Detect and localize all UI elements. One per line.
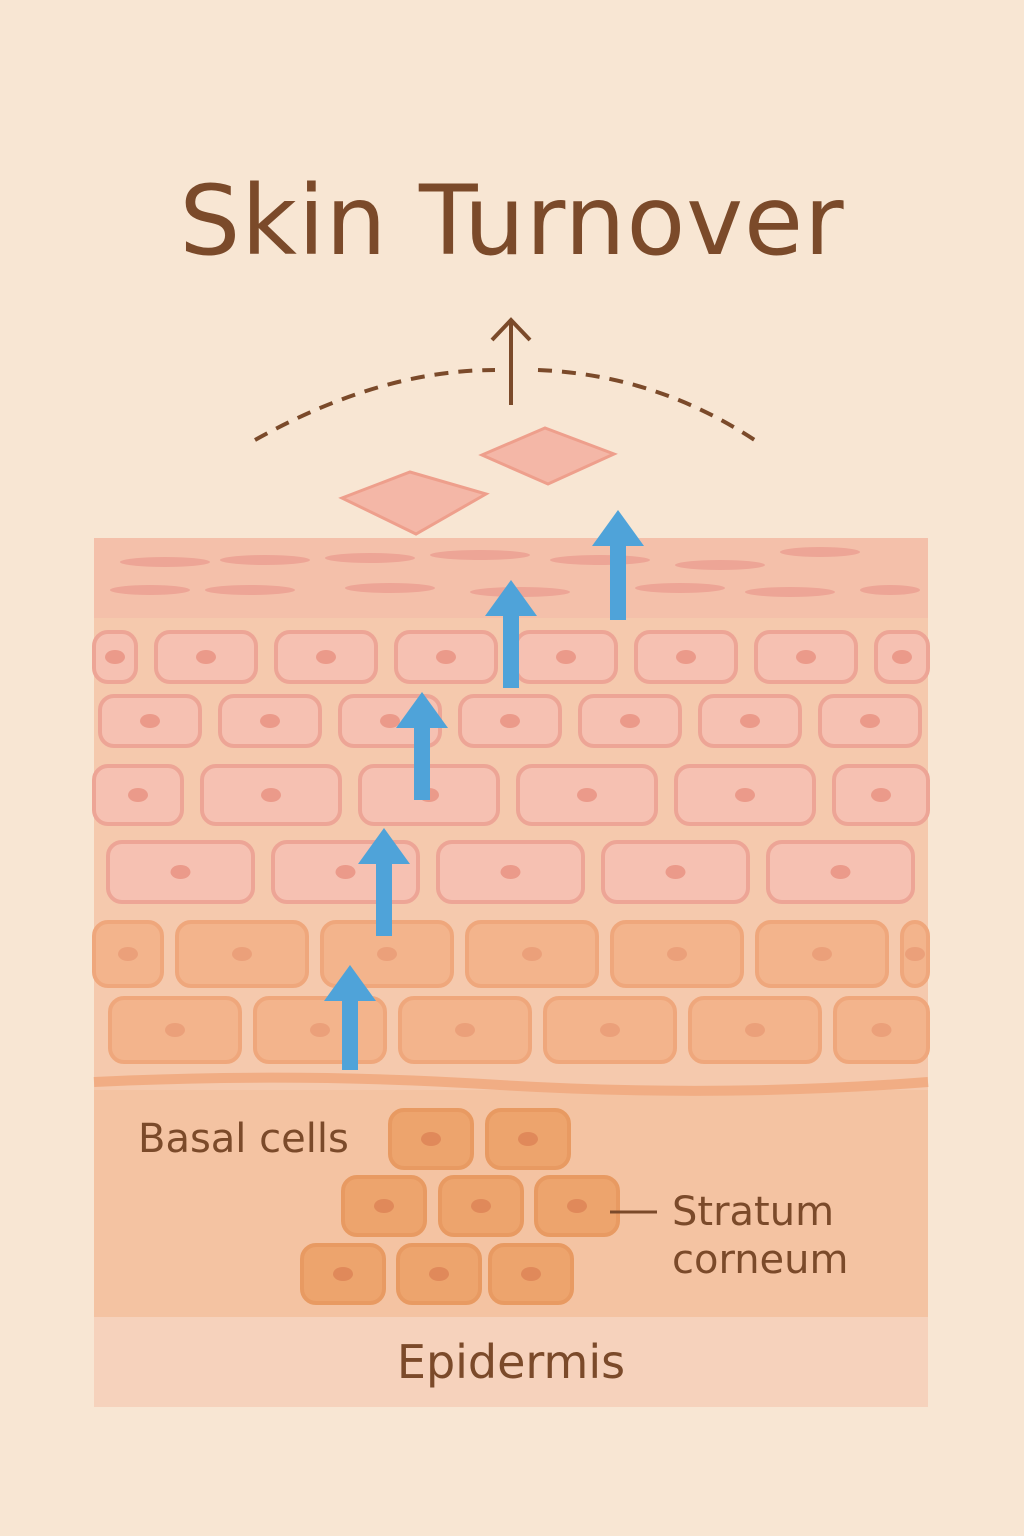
stratum-label-line1: Stratum	[672, 1189, 835, 1235]
cell-nucleus	[665, 865, 686, 879]
cell-nucleus	[522, 947, 542, 961]
upward-arrow	[358, 828, 410, 936]
shed-flake-2	[478, 426, 618, 486]
cell-nucleus	[471, 1199, 491, 1213]
cell-nucleus	[518, 1132, 538, 1146]
basement-membrane	[93, 1072, 929, 1096]
cell-nucleus	[812, 947, 832, 961]
cell-nucleus	[600, 1023, 620, 1037]
upward-arrow	[396, 692, 448, 800]
cell-nucleus	[335, 865, 356, 879]
cell-nucleus	[740, 714, 760, 728]
cell-nucleus	[745, 1023, 765, 1037]
cell-nucleus	[455, 1023, 475, 1037]
cell-nucleus	[436, 650, 456, 664]
page-title: Skin Turnover	[179, 165, 845, 277]
cell-nucleus	[521, 1267, 541, 1281]
cell-nucleus	[429, 1267, 449, 1281]
upward-arrow	[485, 580, 537, 688]
stratum-corneum-label: Stratum corneum	[672, 1188, 932, 1284]
cell-nucleus	[830, 865, 851, 879]
cell-nucleus	[377, 947, 397, 961]
cell-nucleus	[796, 650, 816, 664]
cell-nucleus	[667, 947, 687, 961]
cell-nucleus	[105, 650, 125, 664]
cell-nucleus	[380, 714, 400, 728]
cell-nucleus	[232, 947, 252, 961]
cell-nucleus	[310, 1023, 330, 1037]
cell-nucleus	[500, 714, 520, 728]
shedding-arc	[254, 368, 496, 442]
cell-nucleus	[374, 1199, 394, 1213]
cell-nucleus	[316, 650, 336, 664]
cell-nucleus	[421, 1132, 441, 1146]
cell-nucleus	[556, 650, 576, 664]
cell-nucleus	[735, 788, 755, 802]
cell-nucleus	[567, 1199, 587, 1213]
cell-nucleus	[165, 1023, 185, 1037]
shed-flake-1	[338, 470, 490, 536]
shedding-arrow-head	[490, 317, 532, 342]
cell-nucleus	[620, 714, 640, 728]
cell-nucleus	[196, 650, 216, 664]
cell-nucleus	[905, 947, 925, 961]
cell-nucleus	[118, 947, 138, 961]
stratum-label-line2: corneum	[672, 1237, 849, 1283]
cell-nucleus	[170, 865, 191, 879]
cell-nucleus	[261, 788, 281, 802]
corneum-streaks	[110, 547, 920, 597]
basal-cells-label: Basal cells	[138, 1116, 349, 1162]
cell-nucleus	[260, 714, 280, 728]
cell-nucleus	[128, 788, 148, 802]
cell-nucleus	[676, 650, 696, 664]
shedding-arc-right	[537, 368, 764, 447]
cell-nucleus	[860, 714, 880, 728]
epidermis-label: Epidermis	[396, 1335, 626, 1389]
cell-nucleus	[140, 714, 160, 728]
cell-nucleus	[871, 1023, 892, 1037]
cell-nucleus	[871, 788, 891, 802]
cell-nucleus	[500, 865, 521, 879]
turnover-arrows	[324, 510, 644, 1070]
cell-nucleus	[577, 788, 597, 802]
cell-nucleus	[333, 1267, 353, 1281]
epidermis-band	[94, 1315, 928, 1407]
cell-nucleus	[892, 650, 912, 664]
upward-arrow	[592, 510, 644, 620]
upward-arrow	[324, 965, 376, 1070]
